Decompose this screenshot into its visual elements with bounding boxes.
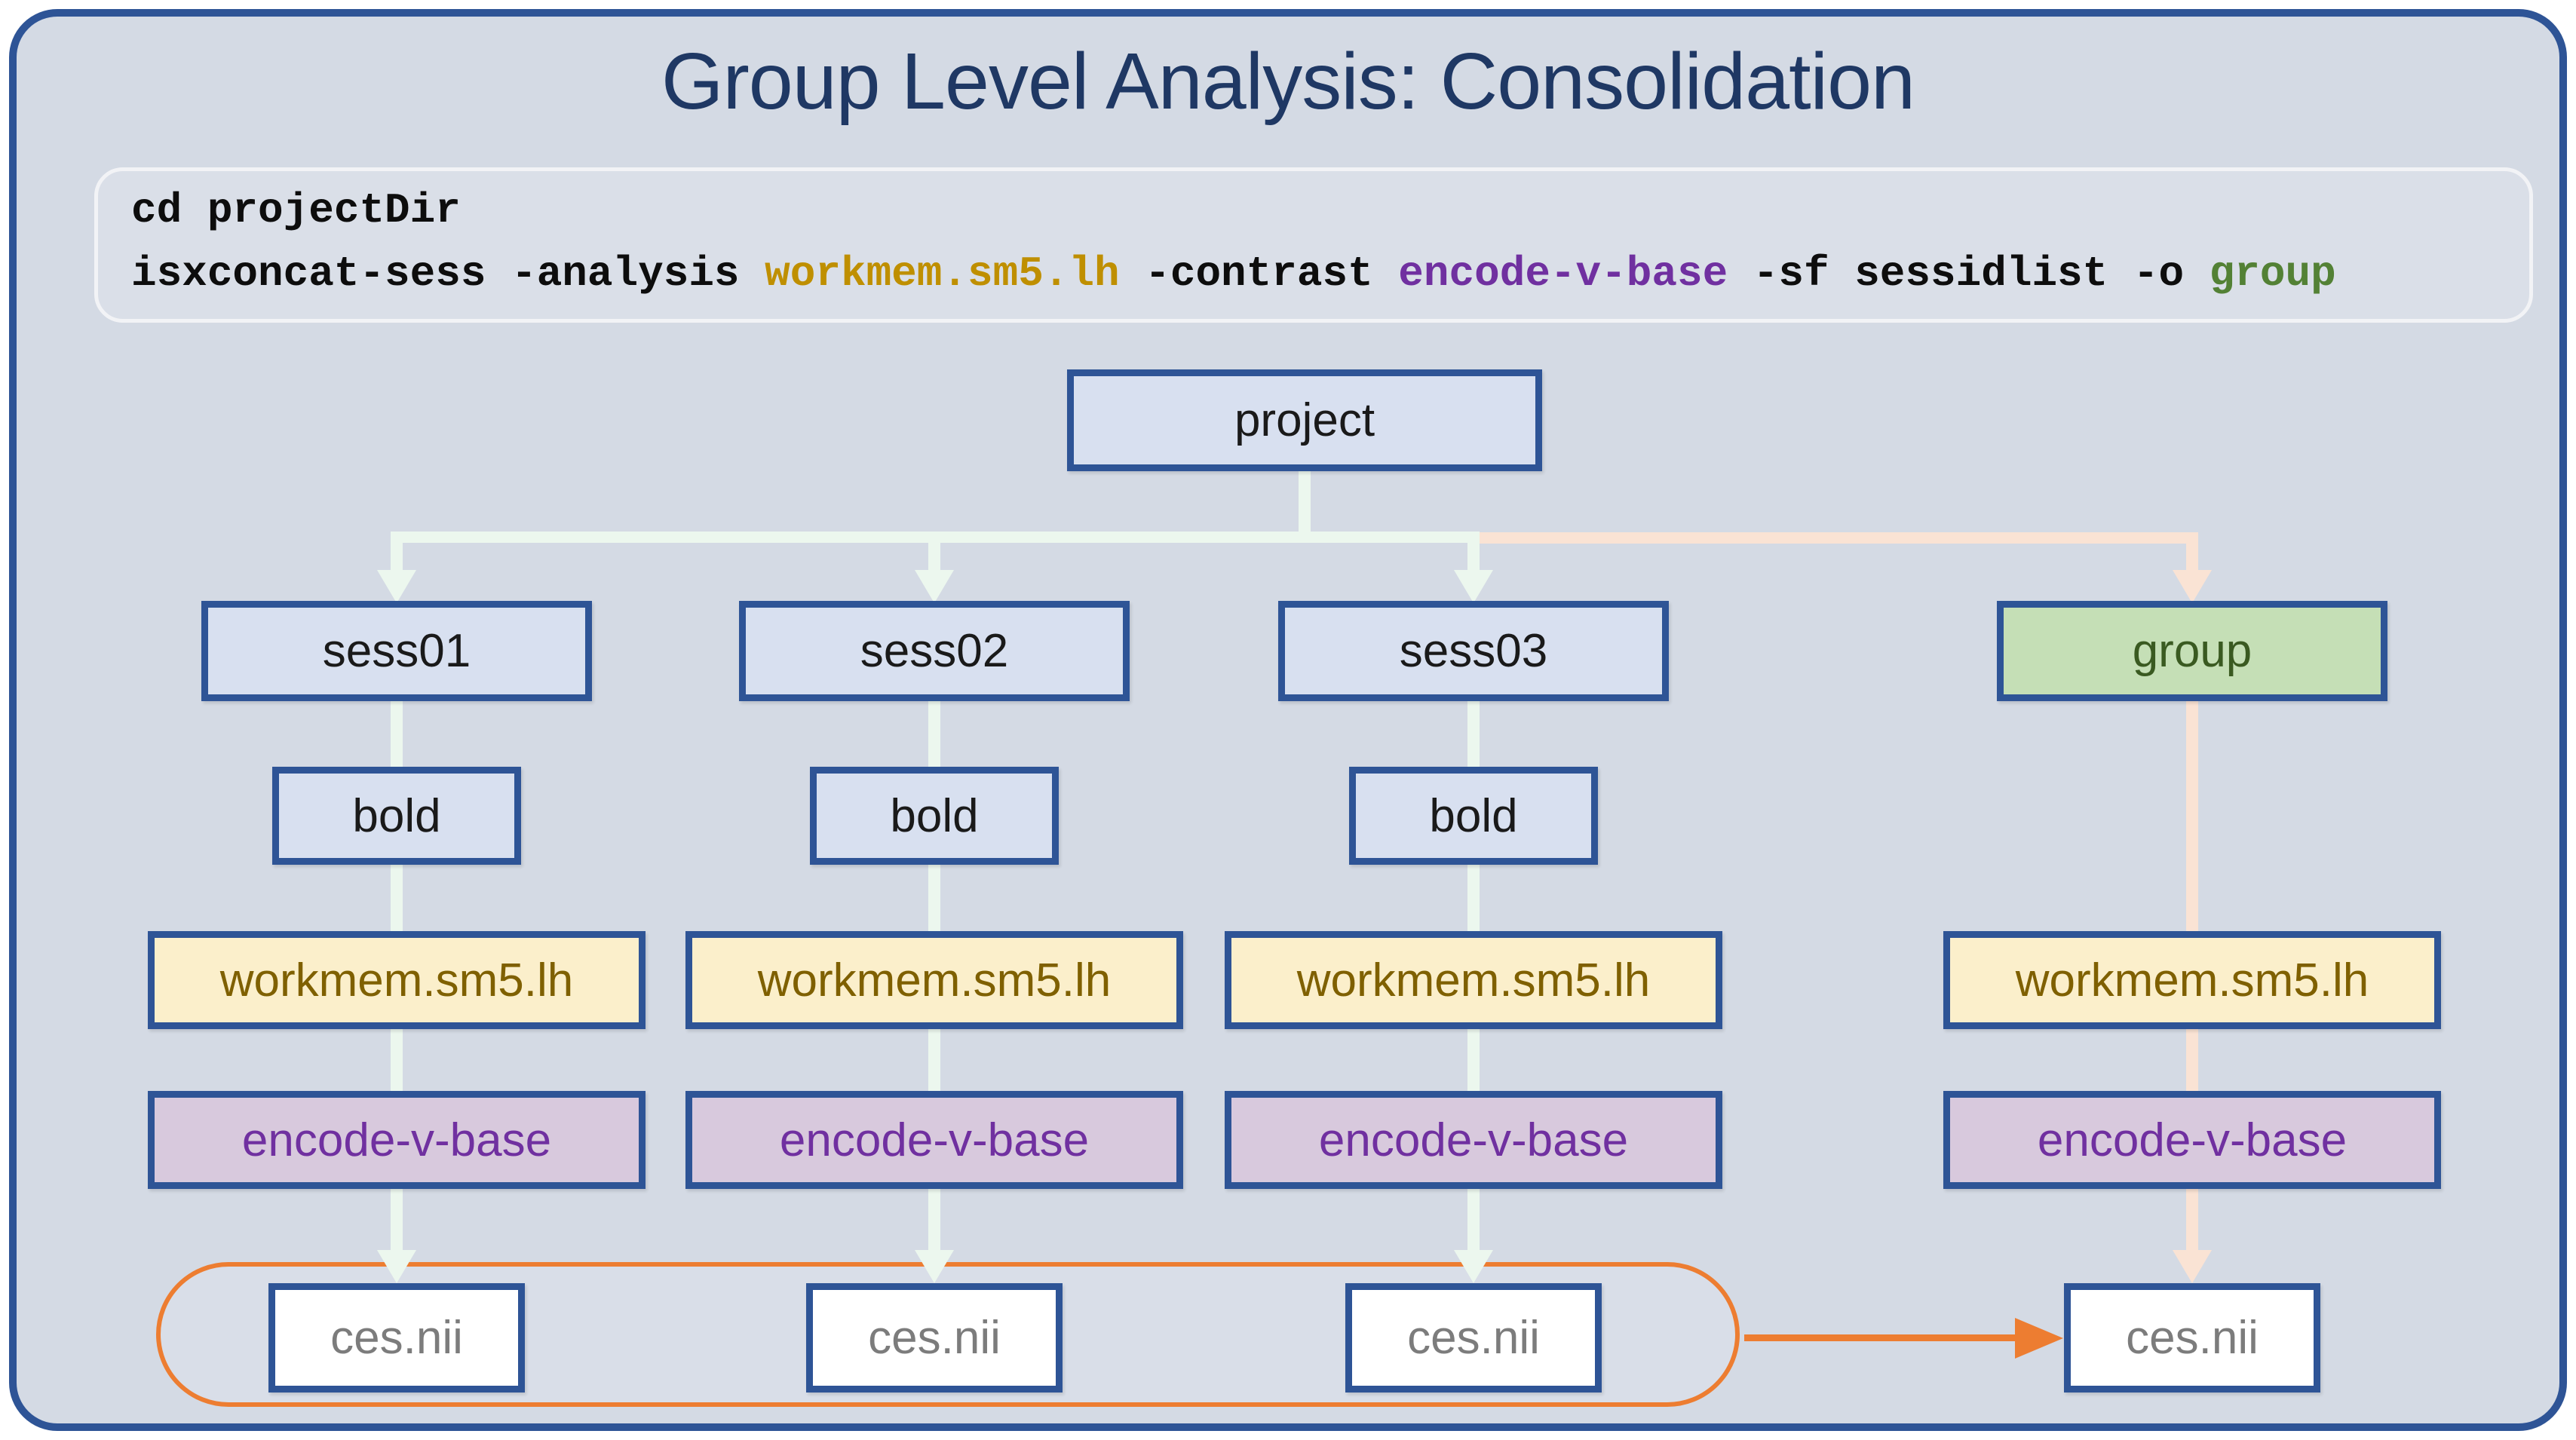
node-sess01: sess01 [201, 601, 592, 701]
node-analysis-1: workmem.sm5.lh [148, 931, 646, 1029]
command-block: cd projectDir isxconcat-sess -analysis wo… [94, 167, 2533, 323]
node-contrast-1: encode-v-base [148, 1091, 646, 1189]
arrowhead-ces2 [915, 1250, 954, 1283]
connector-drop-sess03 [1467, 541, 1480, 572]
consolidation-arrow-line [1744, 1334, 2017, 1341]
node-analysis-2: workmem.sm5.lh [685, 931, 1183, 1029]
arrowhead-ces4 [2173, 1250, 2212, 1283]
connector-horizontal-green [391, 532, 1480, 543]
node-ces-2: ces.nii [806, 1283, 1063, 1393]
node-contrast-2: encode-v-base [685, 1091, 1183, 1189]
node-bold-2: bold [810, 767, 1059, 865]
connector-drop-group [2186, 537, 2198, 572]
node-analysis-group: workmem.sm5.lh [1943, 931, 2441, 1029]
node-ces-3: ces.nii [1345, 1283, 1602, 1393]
node-bold-1: bold [272, 767, 521, 865]
code-token-output: group [2209, 250, 2336, 298]
node-project: project [1067, 369, 1542, 471]
node-bold-3: bold [1349, 767, 1598, 865]
connector-horizontal-peach [1480, 532, 2198, 544]
connector-drop-sess01 [391, 541, 403, 572]
node-sess03: sess03 [1278, 601, 1669, 701]
connector-project-down [1299, 468, 1311, 543]
code-token-contrast-flag: -contrast [1119, 250, 1399, 298]
node-ces-group: ces.nii [2064, 1283, 2320, 1393]
command-line-1: cd projectDir [131, 186, 461, 234]
page-title: Group Level Analysis: Consolidation [661, 37, 1915, 126]
node-group: group [1997, 601, 2387, 701]
arrowhead-ces1 [377, 1250, 416, 1283]
arrowhead-sess03 [1454, 570, 1493, 603]
arrowhead-ces3 [1454, 1250, 1493, 1283]
node-ces-1: ces.nii [268, 1283, 525, 1393]
arrowhead-sess02 [915, 570, 954, 603]
command-line-2: isxconcat-sess -analysis workmem.sm5.lh … [131, 242, 2529, 305]
connector-drop-sess02 [928, 541, 940, 572]
slide: Group Level Analysis: Consolidation cd p… [9, 9, 2567, 1431]
node-analysis-3: workmem.sm5.lh [1225, 931, 1722, 1029]
code-token-analysis: workmem.sm5.lh [765, 250, 1120, 298]
arrowhead-group [2173, 570, 2212, 603]
code-token-command: isxconcat-sess -analysis [131, 250, 765, 298]
arrowhead-sess01 [377, 570, 416, 603]
code-token-sf: -sf sessidlist -o [1728, 250, 2210, 298]
code-token-contrast: encode-v-base [1398, 250, 1728, 298]
node-contrast-3: encode-v-base [1225, 1091, 1722, 1189]
consolidation-arrowhead [2015, 1318, 2063, 1359]
node-sess02: sess02 [739, 601, 1130, 701]
node-contrast-group: encode-v-base [1943, 1091, 2441, 1189]
